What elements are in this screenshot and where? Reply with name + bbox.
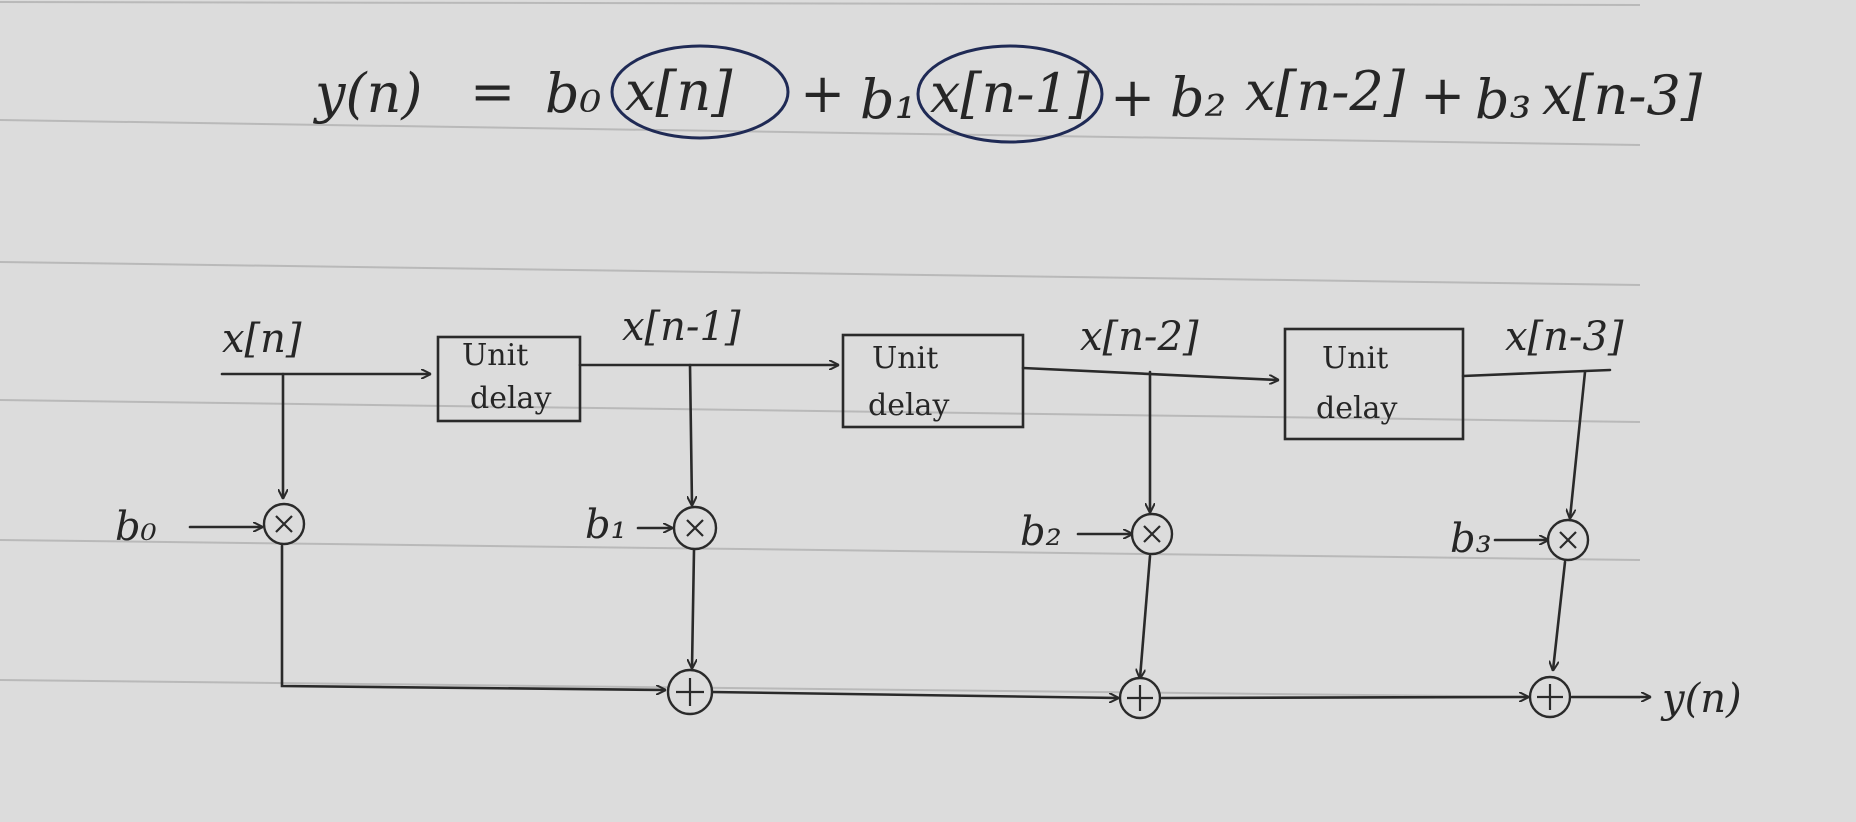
equation-equals: = — [470, 60, 515, 123]
adder-node-icon — [666, 668, 714, 716]
equation-coef-2: b₂ — [1170, 66, 1226, 129]
unit-delay-2-line2: delay — [868, 388, 949, 423]
equation-op-2: + — [1110, 66, 1155, 129]
unit-delay-3: Unit delay — [1283, 327, 1465, 441]
tap-label-0: x[n] — [222, 316, 302, 362]
equation-signal-2: x[n-2] — [1245, 60, 1406, 123]
multiplier-node-icon — [672, 505, 718, 551]
coefficient-label-3: b₃ — [1450, 516, 1492, 562]
output-label: y(n) — [1660, 676, 1742, 722]
unit-delay-1-line1: Unit — [462, 338, 528, 373]
equation-coef-1: b₁ — [860, 68, 916, 131]
adder-node-icon — [1118, 676, 1162, 720]
ruled-lines — [0, 1, 1641, 699]
difference-equation: y(n) = b₀ x[n] + b₁ x[n-1] + b₂ x[n-2] +… — [313, 44, 1703, 144]
multiplier-node-icon — [1546, 518, 1590, 562]
product-wires — [280, 544, 1567, 690]
coefficient-label-0: b₀ — [115, 504, 157, 550]
unit-delay-3-line2: delay — [1316, 391, 1397, 426]
circle-highlight-term-1 — [916, 44, 1104, 144]
equation-signal-0: x[n] — [625, 60, 733, 123]
unit-delay-1-line2: delay — [470, 381, 551, 416]
equation-signal-1: x[n-1] — [930, 62, 1091, 125]
equation-op-1: + — [800, 62, 845, 125]
unit-delay-2: Unit delay — [841, 333, 1025, 429]
coefficient-label-1: b₁ — [585, 502, 627, 548]
accumulator-line — [710, 690, 1652, 698]
multiplier-node-icon — [262, 502, 306, 546]
multiplier-node-icon — [1130, 512, 1174, 556]
equation-coef-3: b₃ — [1475, 68, 1531, 131]
equation-coef-0: b₀ — [545, 62, 601, 125]
tap-label-3: x[n-3] — [1505, 314, 1624, 360]
equation-lhs: y(n) — [313, 62, 422, 125]
unit-delay-1: Unit delay — [436, 335, 582, 423]
equation-signal-3: x[n-3] — [1542, 64, 1703, 127]
coefficient-label-2: b₂ — [1020, 509, 1062, 555]
unit-delay-2-line1: Unit — [872, 341, 938, 376]
adder-node-icon — [1528, 675, 1572, 719]
tap-label-2: x[n-2] — [1080, 314, 1199, 360]
equation-op-3: + — [1420, 64, 1465, 127]
unit-delay-3-line1: Unit — [1322, 341, 1388, 376]
circle-highlight-term-0 — [610, 44, 790, 140]
tap-wires — [283, 363, 1587, 518]
tap-label-1: x[n-1] — [622, 304, 741, 350]
